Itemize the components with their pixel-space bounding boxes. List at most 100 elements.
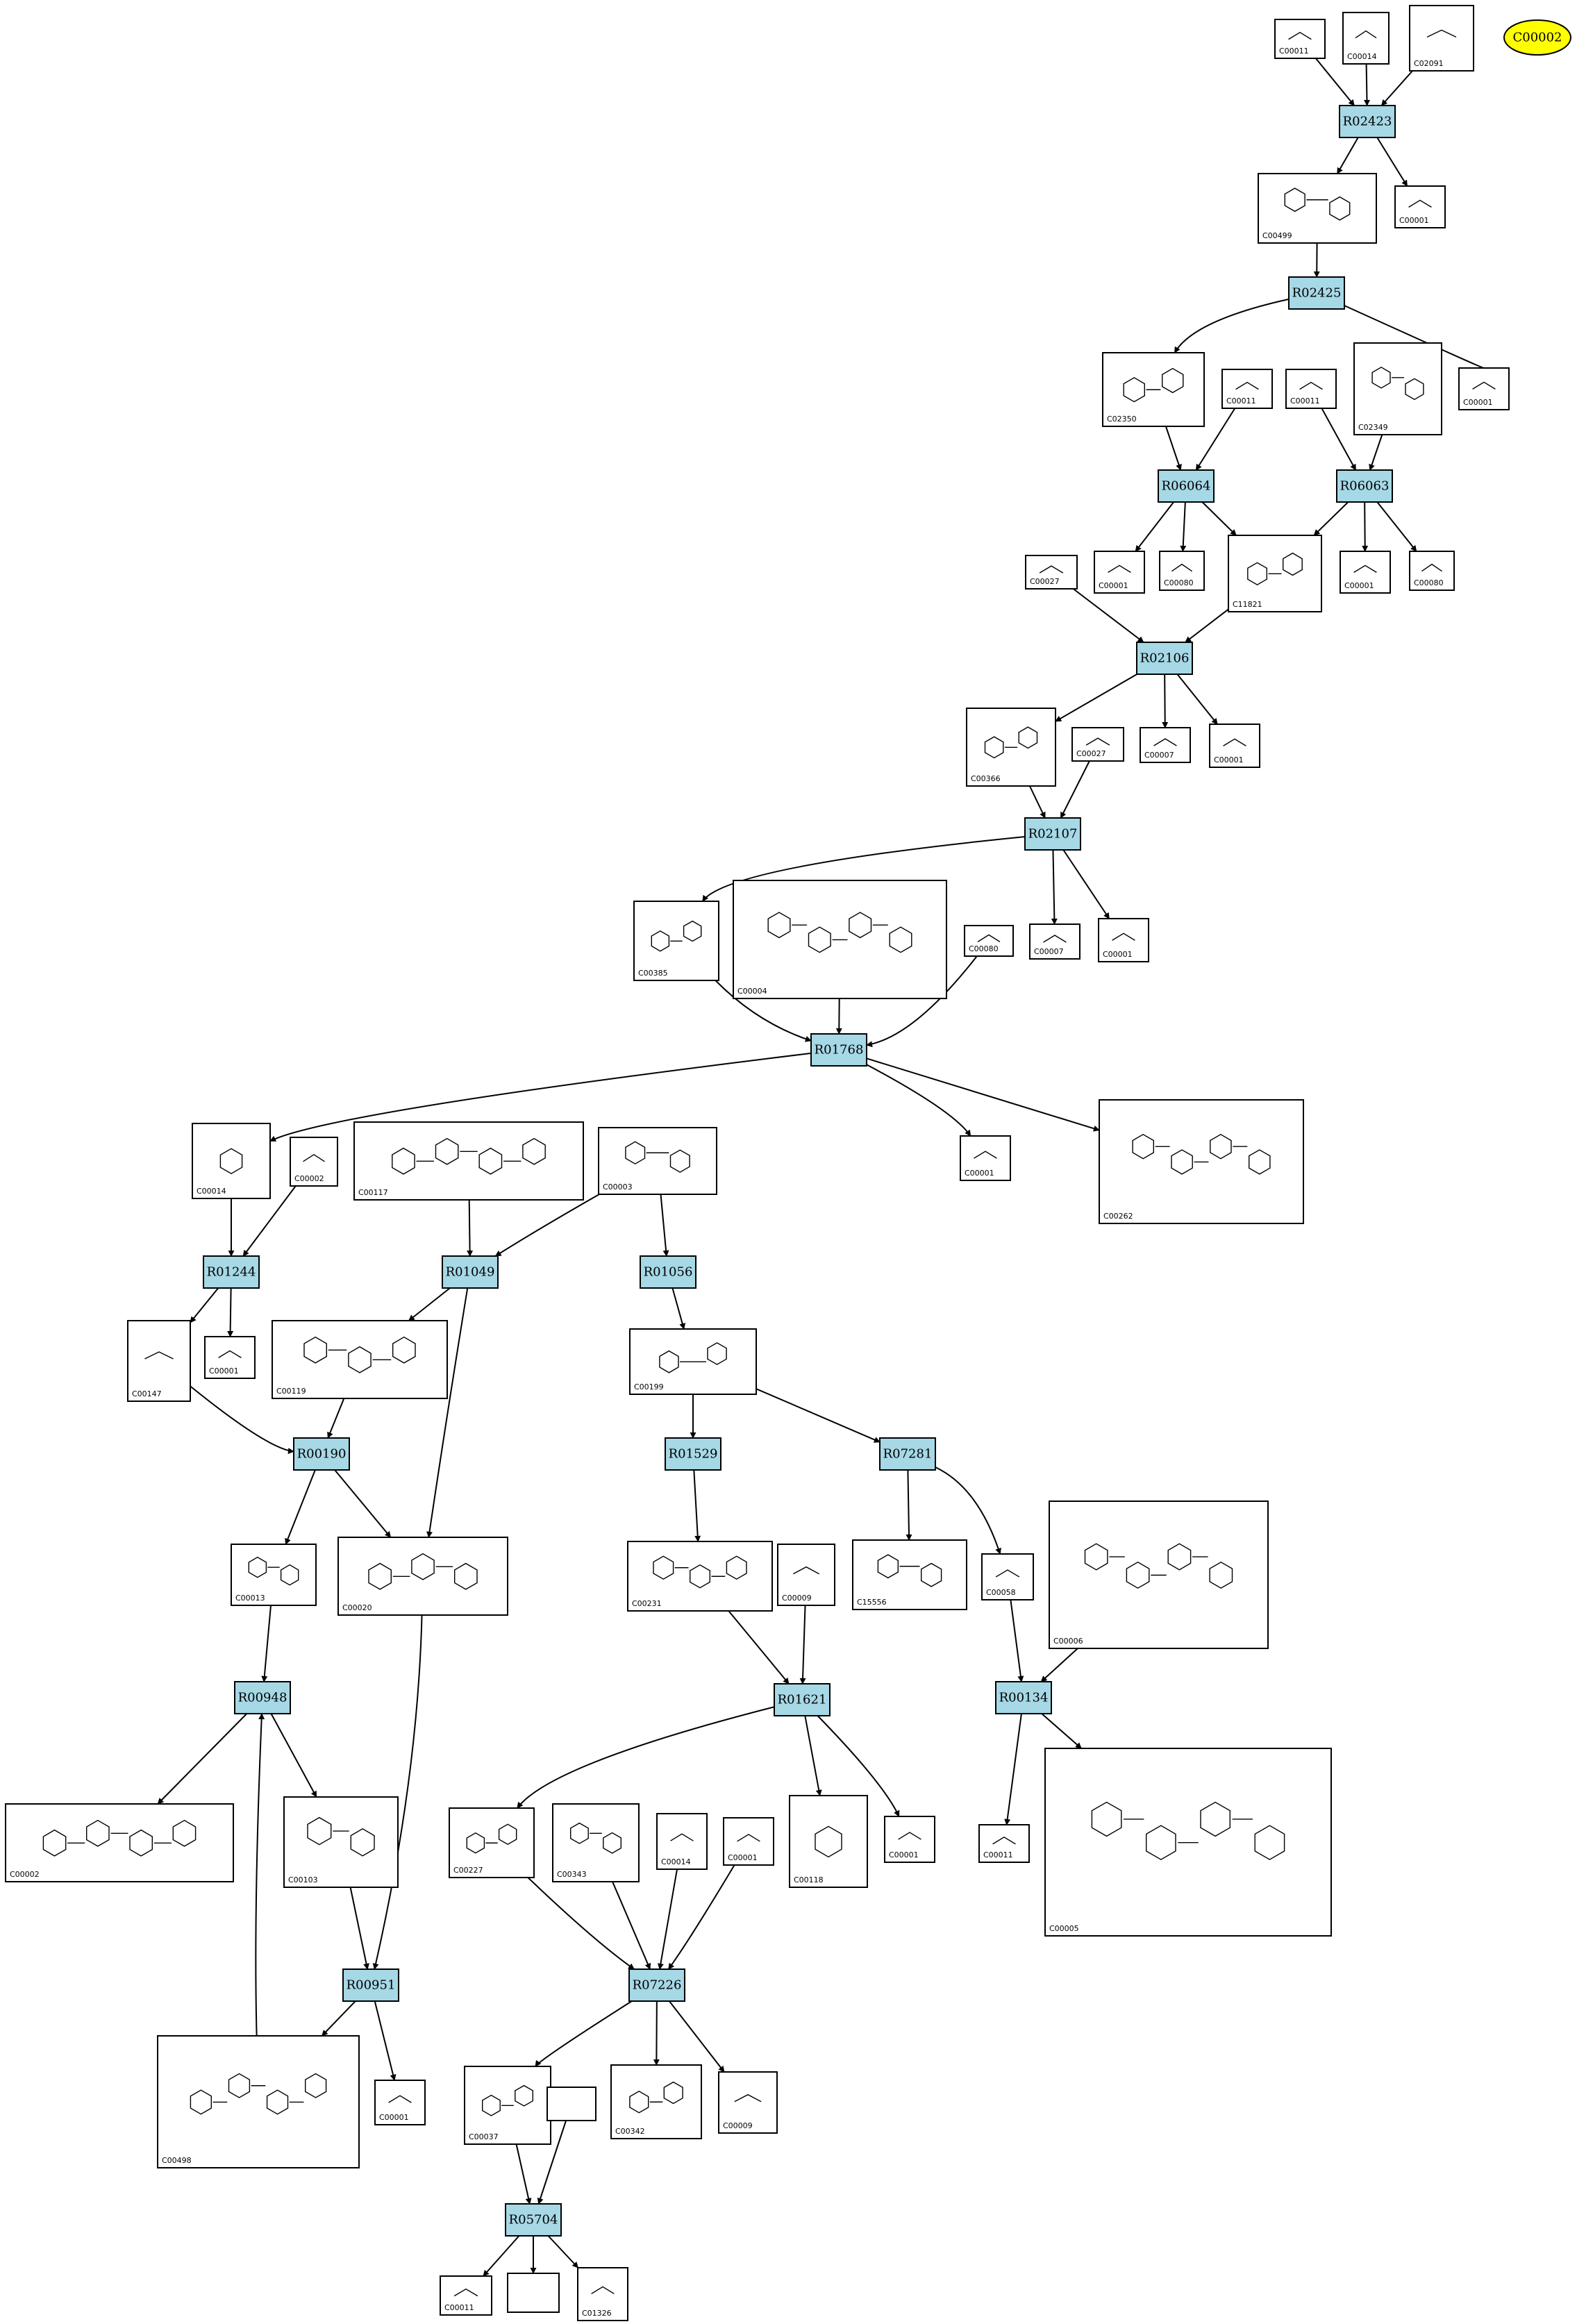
compound-node[interactable]: C00118 <box>789 1795 868 1888</box>
compound-node[interactable]: C00080 <box>1159 551 1205 591</box>
compound-node[interactable]: C00003 <box>598 1127 717 1195</box>
molecule-sketch <box>1235 381 1259 390</box>
compound-node[interactable]: C02349 <box>1353 342 1442 435</box>
reaction-node[interactable]: R00134 <box>995 1681 1052 1714</box>
compound-node[interactable]: C00020 <box>337 1537 508 1616</box>
reaction-node[interactable]: R01056 <box>640 1255 696 1289</box>
compound-node[interactable]: C00009 <box>718 2071 778 2134</box>
compound-box <box>1029 923 1080 960</box>
compound-node[interactable]: C15556 <box>852 1539 967 1610</box>
compound-node[interactable]: C00199 <box>629 1328 757 1395</box>
compound-node[interactable]: C00011 <box>1285 369 1337 409</box>
compound-node[interactable]: C00001 <box>1098 918 1149 962</box>
reaction-node[interactable]: R00948 <box>234 1681 291 1714</box>
pathway-edge <box>1185 608 1229 643</box>
compound-node[interactable]: C00027 <box>1025 555 1078 590</box>
compound-node[interactable]: C00001 <box>1340 551 1391 594</box>
start-compound-node[interactable]: C00002 <box>1503 19 1571 56</box>
compound-node[interactable]: C00001 <box>884 1816 935 1863</box>
compound-node[interactable] <box>507 2273 560 2313</box>
compound-node[interactable]: C00009 <box>777 1544 835 1606</box>
compound-node[interactable]: C00001 <box>1094 551 1145 594</box>
compound-node[interactable]: C00103 <box>283 1796 399 1888</box>
compound-node[interactable]: C00119 <box>272 1320 448 1399</box>
compound-node[interactable]: C00037 <box>464 2066 551 2145</box>
compound-node[interactable]: C00013 <box>231 1544 317 1606</box>
reaction-label: R01056 <box>644 1265 693 1280</box>
compound-node[interactable]: C00011 <box>978 1824 1030 1863</box>
compound-node[interactable]: C00147 <box>127 1320 191 1402</box>
compound-node[interactable]: C00001 <box>723 1817 774 1866</box>
pathway-edge <box>1051 849 1058 925</box>
ring-sketch <box>348 1346 372 1373</box>
compound-node[interactable]: C00014 <box>656 1813 708 1870</box>
reaction-node[interactable]: R06064 <box>1158 469 1215 503</box>
compound-node[interactable]: C00001 <box>1458 367 1510 410</box>
reaction-node[interactable]: R01529 <box>665 1437 721 1471</box>
molecule-sketch <box>1043 935 1067 943</box>
reaction-node[interactable]: R01768 <box>810 1033 867 1067</box>
pathway-edge <box>866 1057 1100 1132</box>
compound-node[interactable]: C00117 <box>353 1121 584 1201</box>
compound-node[interactable]: C00231 <box>627 1541 773 1612</box>
reaction-node[interactable]: R02423 <box>1339 105 1396 138</box>
compound-node[interactable]: C00001 <box>1394 185 1446 228</box>
compound-node[interactable]: C00058 <box>981 1553 1034 1600</box>
reaction-node[interactable]: R01621 <box>774 1683 831 1716</box>
compound-node[interactable] <box>546 2087 596 2121</box>
compound-node[interactable]: C00006 <box>1049 1500 1269 1649</box>
reaction-node[interactable]: R01244 <box>203 1255 260 1289</box>
compound-node[interactable]: C00366 <box>966 708 1056 787</box>
reaction-label: R07281 <box>883 1447 933 1462</box>
ring-sketch <box>1084 1543 1108 1571</box>
compound-node[interactable]: C00262 <box>1099 1099 1304 1224</box>
compound-node[interactable]: C00014 <box>1342 12 1390 65</box>
compound-node[interactable]: C00002 <box>5 1803 234 1882</box>
reaction-node[interactable]: R07281 <box>879 1437 936 1471</box>
compound-node[interactable]: C00001 <box>374 2080 426 2125</box>
compound-node[interactable]: C00342 <box>610 2064 702 2139</box>
reaction-node[interactable]: R01049 <box>442 1255 499 1289</box>
reaction-node[interactable]: R02106 <box>1136 642 1193 675</box>
reaction-node[interactable]: R00190 <box>293 1437 350 1471</box>
reaction-node[interactable]: R02107 <box>1024 817 1081 851</box>
ring-sketch <box>808 926 831 953</box>
molecule-sketch <box>977 934 1001 942</box>
compound-node[interactable]: C00011 <box>1274 19 1326 59</box>
compound-node[interactable]: C00343 <box>552 1803 640 1882</box>
reaction-node[interactable]: R00951 <box>342 1968 399 2002</box>
compound-node[interactable]: C00227 <box>449 1807 535 1878</box>
compound-box <box>1340 551 1391 594</box>
compound-id: C00011 <box>1279 47 1309 56</box>
compound-node[interactable]: C00007 <box>1029 923 1080 960</box>
compound-node[interactable]: C00011 <box>1221 369 1273 409</box>
compound-node[interactable]: C00498 <box>157 2035 360 2168</box>
compound-node[interactable]: C00001 <box>204 1336 256 1379</box>
reaction-node[interactable]: R07226 <box>628 1968 685 2002</box>
compound-node[interactable]: C00080 <box>1409 551 1455 591</box>
compound-node[interactable]: C00004 <box>733 880 947 999</box>
reaction-node[interactable]: R02425 <box>1288 276 1345 310</box>
compound-node[interactable]: C00002 <box>290 1137 338 1187</box>
compound-node[interactable]: C00001 <box>960 1135 1011 1181</box>
compound-node[interactable]: C00007 <box>1140 727 1191 763</box>
compound-node[interactable]: C02091 <box>1409 5 1474 72</box>
compound-node[interactable]: C00005 <box>1044 1748 1332 1937</box>
reaction-node[interactable]: R06063 <box>1336 469 1393 503</box>
compound-id: C02350 <box>1107 415 1137 424</box>
compound-node[interactable]: C00385 <box>633 901 719 981</box>
compound-node[interactable]: C00027 <box>1071 727 1124 762</box>
compound-node[interactable]: C00011 <box>440 2275 492 2316</box>
compound-node[interactable]: C00001 <box>1209 724 1260 768</box>
compound-node[interactable]: C02350 <box>1102 352 1205 427</box>
pathway-edge <box>1195 408 1236 471</box>
compound-id: C00020 <box>342 1603 372 1612</box>
compound-node[interactable]: C01326 <box>577 2267 628 2321</box>
reaction-node[interactable]: R05704 <box>505 2203 562 2237</box>
compound-node[interactable]: C00080 <box>964 925 1014 957</box>
compound-node[interactable]: C00014 <box>192 1123 271 1199</box>
compound-box <box>204 1336 256 1379</box>
compound-box <box>978 1824 1030 1863</box>
compound-node[interactable]: C00499 <box>1258 173 1377 244</box>
compound-node[interactable]: C11821 <box>1228 535 1322 612</box>
